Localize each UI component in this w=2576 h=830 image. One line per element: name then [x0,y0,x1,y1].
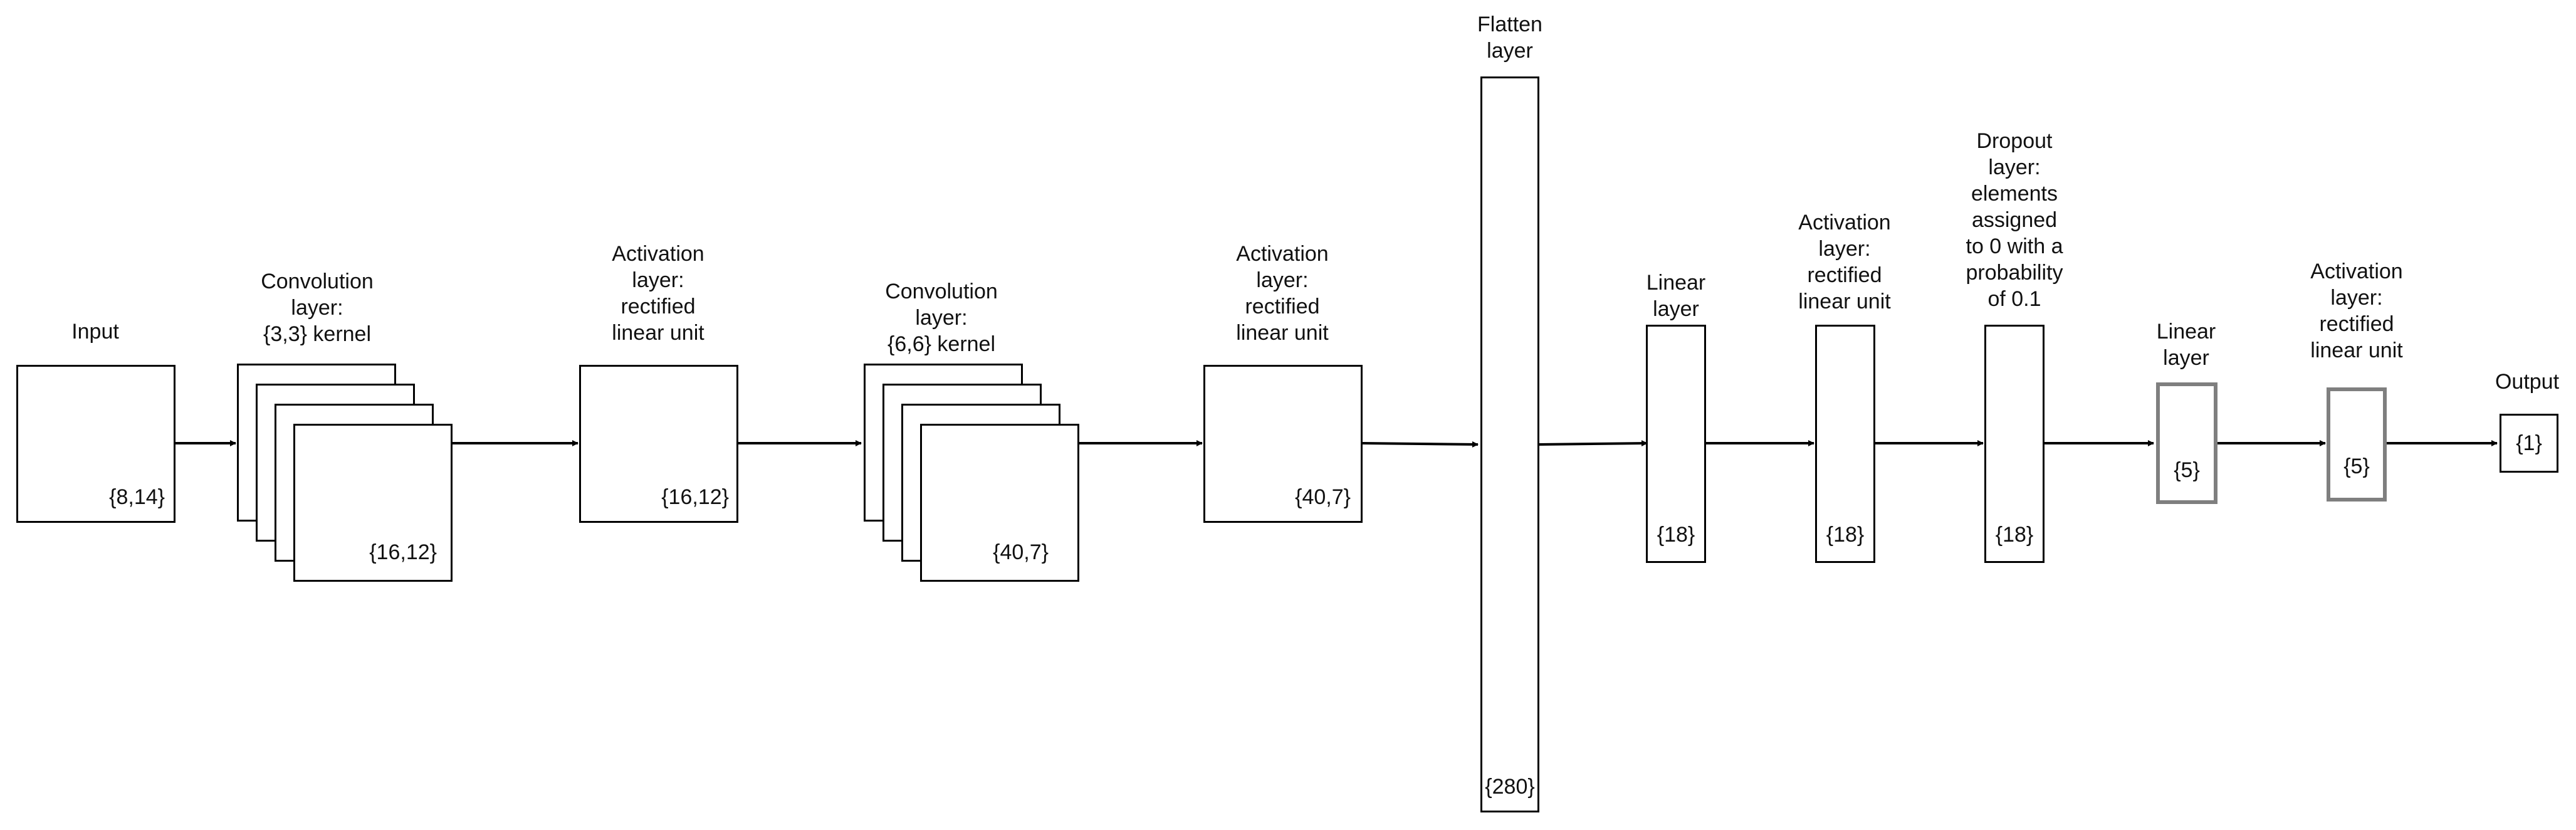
arrow-act2-flatten [1362,441,1479,448]
act2-box: {40,7} [1203,365,1363,523]
linear1-label: Linear layer [1646,271,1706,321]
linear1-dims: {18} [1657,523,1695,547]
act4-label: Activation layer: rectified linear unit [2310,260,2403,362]
act2-label: Activation layer: rectified linear unit [1236,242,1329,345]
dropout-label: Dropout layer: elements assigned to 0 wi… [1966,129,2063,311]
dropout-dims: {18} [1995,523,2034,547]
output-dims: {1} [2516,431,2542,455]
flatten-box: {280} [1480,76,1539,812]
act4-box: {5} [2327,387,2387,502]
act1-dims: {16,12} [661,485,729,509]
flatten-label: Flatten layer [1477,13,1542,63]
act1-box: {16,12} [579,365,738,523]
act3-box: {18} [1815,325,1875,563]
linear2-box: {5} [2156,382,2217,504]
conv1-label: Convolution layer: {3,3} kernel [261,270,374,346]
dropout-box: {18} [1984,325,2045,563]
act1-label: Activation layer: rectified linear unit [612,242,704,345]
act3-dims: {18} [1826,523,1865,547]
linear2-label: Linear layer [2156,320,2216,370]
act3-label: Activation layer: rectified linear unit [1798,211,1891,313]
conv1-feature-map-4: {16,12} [293,424,453,582]
arrow-flatten-linear1 [1539,440,1648,447]
linear1-box: {18} [1646,325,1706,563]
input-box: {8,14} [16,365,175,523]
conv1-dims: {16,12} [369,540,437,564]
conv2-feature-map-4: {40,7} [920,424,1079,582]
act4-dims: {5} [2343,454,2370,478]
conv2-dims: {40,7} [993,540,1049,564]
linear2-dims: {5} [2174,458,2200,482]
act2-dims: {40,7} [1295,485,1351,509]
input-label: Input [71,320,119,344]
conv2-label: Convolution layer: {6,6} kernel [885,280,998,356]
input-dims: {8,14} [109,485,165,509]
output-label: Output [2495,370,2560,394]
output-box: {1} [2500,414,2558,473]
flatten-dims: {280} [1485,775,1535,799]
